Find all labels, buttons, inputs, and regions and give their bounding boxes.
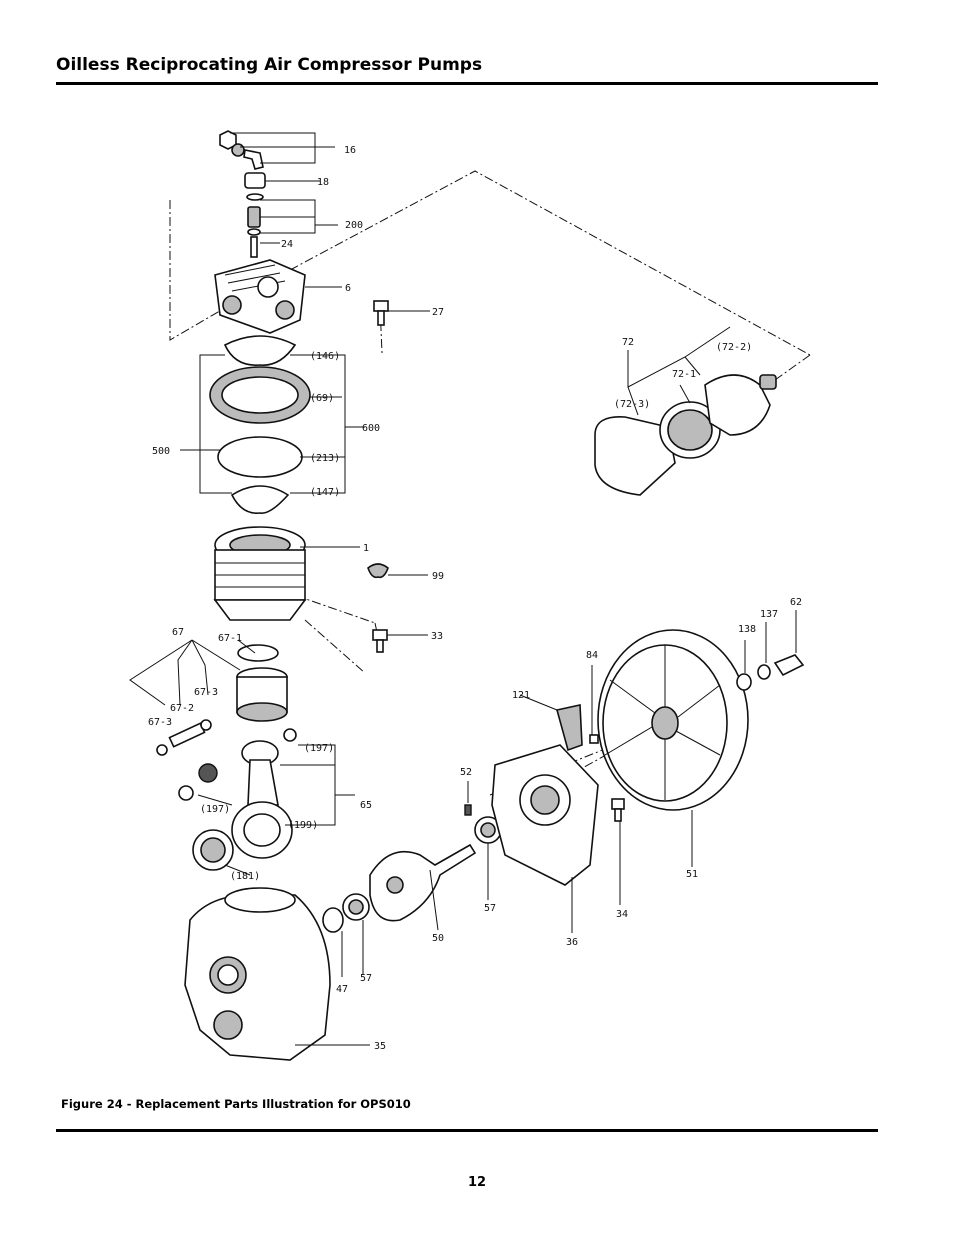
label-72-3: (72-3): [614, 399, 650, 410]
label-67-2: 67-2: [170, 703, 194, 714]
label-146: (146): [310, 351, 340, 362]
label-67-3-left: 67-3: [148, 717, 172, 728]
label-47: 47: [336, 984, 348, 995]
label-181: (181): [230, 871, 260, 882]
part-labels: 16 18 200 24 6 27 (146) (69) 600 500 (21…: [148, 145, 802, 1052]
label-36: 36: [566, 937, 578, 948]
exploded-parts-illustration: 16 18 200 24 6 27 (146) (69) 600 500 (21…: [129, 130, 811, 1061]
label-72: 72: [622, 337, 634, 348]
label-1: 1: [363, 543, 369, 554]
label-199: (199): [288, 820, 318, 831]
footer-rule: [56, 1129, 878, 1132]
label-72-1: 72-1: [672, 369, 696, 380]
label-147: (147): [310, 487, 340, 498]
label-51: 51: [686, 869, 698, 880]
label-197-lower: (197): [200, 804, 230, 815]
parts-diagram: 16 18 200 24 6 27 (146) (69) 600 500 (21…: [120, 105, 820, 1090]
label-138: 138: [738, 624, 756, 635]
label-67: 67: [172, 627, 184, 638]
label-62: 62: [790, 597, 802, 608]
label-50: 50: [432, 933, 444, 944]
label-213: (213): [310, 453, 340, 464]
label-197-upper: (197): [304, 743, 334, 754]
label-57-upper: 57: [484, 903, 496, 914]
label-500: 500: [152, 446, 170, 457]
label-52: 52: [460, 767, 472, 778]
label-200: 200: [345, 220, 363, 231]
page-number: 12: [467, 1175, 487, 1190]
header-rule: [56, 82, 878, 85]
page-title: Oilless Reciprocating Air Compressor Pum…: [56, 55, 483, 75]
label-137: 137: [760, 609, 778, 620]
label-121: 121: [512, 690, 530, 701]
label-84: 84: [586, 650, 598, 661]
label-33: 33: [431, 631, 443, 642]
figure-caption: Figure 24 - Replacement Parts Illustrati…: [61, 1097, 411, 1111]
label-34: 34: [616, 909, 628, 920]
label-57-lower: 57: [360, 973, 372, 984]
label-18: 18: [317, 177, 329, 188]
label-69: (69): [310, 393, 334, 404]
label-72-2: (72-2): [716, 342, 752, 353]
label-35: 35: [374, 1041, 386, 1052]
part-drawings: [156, 130, 805, 1061]
label-16: 16: [344, 145, 356, 156]
leader-lines: [129, 132, 797, 1046]
label-67-3-right: 67-3: [194, 687, 218, 698]
label-99: 99: [432, 571, 444, 582]
label-24: 24: [281, 239, 293, 250]
label-6: 6: [345, 283, 351, 294]
label-65: 65: [360, 800, 372, 811]
label-27: 27: [432, 307, 444, 318]
page-header: Oilless Reciprocating Air Compressor Pum…: [56, 54, 878, 76]
label-600: 600: [362, 423, 380, 434]
label-67-1: 67-1: [218, 633, 242, 644]
